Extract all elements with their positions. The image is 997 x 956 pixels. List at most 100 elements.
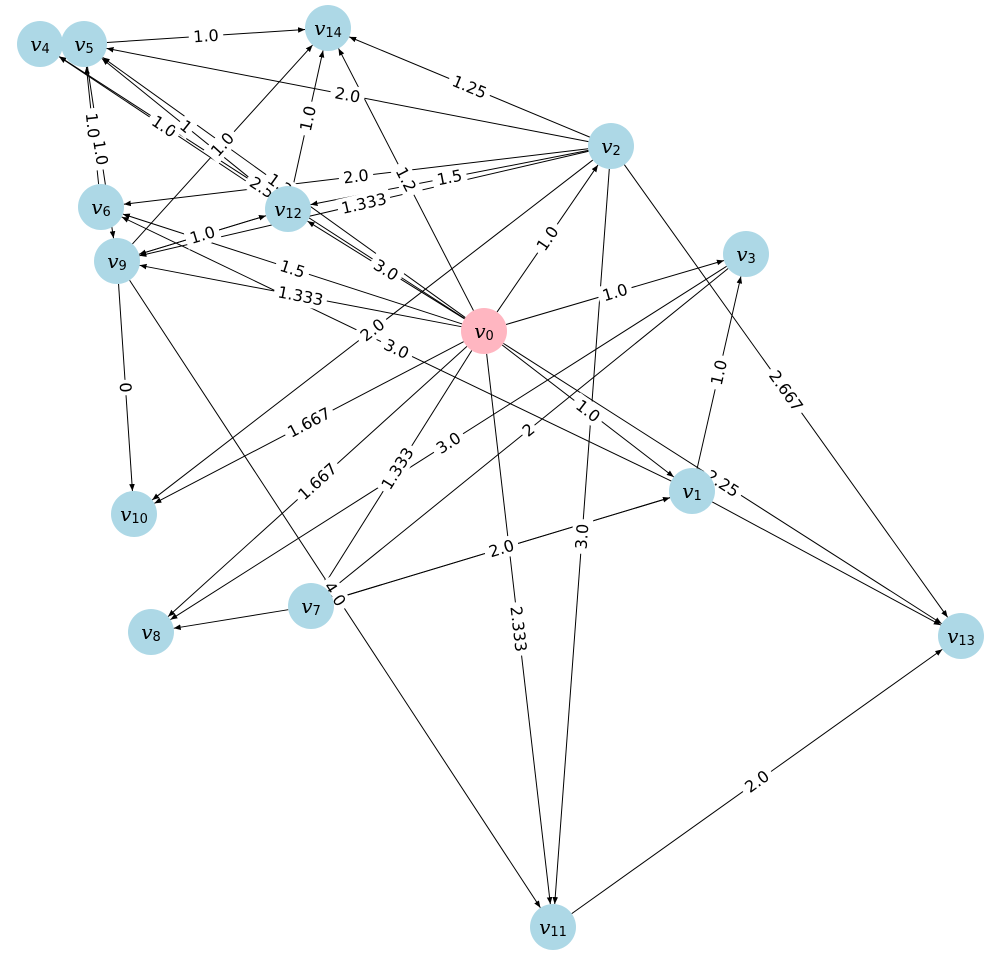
node-label: v1 — [682, 479, 702, 504]
edge-label-group-v3-v7: 2 — [516, 417, 541, 443]
edge-weight-label: 1.667 — [294, 459, 341, 504]
edge-label-group-v2-v6: 2.0 — [337, 164, 375, 189]
edge-weight-label: 2.0 — [342, 166, 370, 188]
edge-label-background — [482, 533, 521, 564]
node-circle — [461, 308, 507, 354]
edge-label-group-v1-v6: 3.0 — [376, 332, 417, 366]
node-label-main: v — [601, 134, 613, 158]
node-label: v2 — [601, 134, 621, 159]
edge-label-background — [294, 99, 322, 138]
node-v6: v6 — [78, 184, 124, 230]
edge-label-group-v0-v8: 1.667 — [290, 456, 345, 507]
edge-label-background — [428, 425, 469, 461]
edge-weight-label: 1.5 — [435, 166, 464, 190]
node-v14: v14 — [305, 5, 351, 51]
edge-label-group-v0-v12: 3.0 — [366, 252, 406, 288]
node-label-subscript: 0 — [486, 329, 494, 344]
node-label: v12 — [274, 197, 302, 222]
node-label: v10 — [120, 502, 148, 527]
edge-label-group-v3-v8: 3.0 — [428, 425, 469, 461]
edge-label-background — [389, 159, 423, 200]
edge-label-background — [203, 125, 242, 164]
edge-label-background — [280, 401, 338, 444]
edge-weight-label: 3.0 — [572, 523, 593, 550]
node-label-main: v — [30, 32, 42, 56]
edge-label-background — [505, 601, 532, 657]
edge-label-background — [570, 518, 594, 555]
edge-label-group-v2-v14: 1.25 — [445, 69, 494, 105]
edge-label-group-v5-v14: 1.0 — [188, 24, 224, 48]
node-v12: v12 — [265, 186, 311, 232]
edge-label-group-v12-v5: 1 — [173, 113, 199, 140]
edge-label-group-v5-v9: 1.0 — [88, 133, 113, 172]
node-v10: v10 — [111, 491, 157, 537]
edge-label-background — [374, 440, 421, 497]
edge-label-background — [698, 463, 747, 504]
edge-label-background — [144, 108, 184, 145]
edge-label-group-v9-v14: 1.0 — [203, 125, 242, 164]
edge-label-group-v0-v6: 1.5 — [273, 254, 312, 284]
edge-label-group-v0-v2: 1.0 — [529, 218, 566, 259]
node-label: v0 — [474, 319, 494, 344]
node-label-subscript: 2 — [613, 144, 621, 159]
edge-label-group-v1-v3: 1.0 — [705, 353, 733, 392]
edge-label-group-v2-v9: 1.333 — [335, 187, 393, 220]
node-label-main: v — [274, 197, 286, 221]
edge-label-group-v0-v9: 1.333 — [272, 281, 329, 311]
node-circle — [530, 904, 576, 950]
edge-weight-label: 2.0 — [333, 83, 362, 106]
node-circle — [17, 21, 63, 67]
node-circle — [669, 468, 715, 514]
node-label: v8 — [141, 620, 161, 645]
edge-weight-label: 1.0 — [193, 26, 220, 47]
edge-label-background — [273, 254, 312, 284]
node-label-subscript: 9 — [119, 259, 127, 274]
node-label-main: v — [947, 624, 959, 648]
edge-label-group-v11-v13: 2.0 — [737, 763, 777, 800]
node-label: v9 — [107, 249, 127, 274]
edge-label-group-v2-v5: 2.0 — [328, 81, 367, 109]
edge-weight-label: 2.0 — [487, 536, 517, 562]
node-label-main: v — [120, 502, 132, 526]
node-label-main: v — [141, 620, 153, 644]
node-v13: v13 — [938, 613, 984, 659]
node-label-main: v — [682, 479, 694, 503]
edge-label-background — [430, 164, 469, 191]
edge-label-group-v0-v11: 2.333 — [505, 601, 532, 657]
edge-label-group-v12-v14: 1.0 — [294, 99, 322, 138]
edge-label-background — [366, 252, 406, 288]
node-circle — [288, 583, 334, 629]
edge-weight-label: 1.0 — [82, 112, 104, 139]
node-label-subscript: 8 — [153, 630, 161, 645]
edge-label-background — [173, 113, 199, 140]
node-v11: v11 — [530, 904, 576, 950]
edge-label-background — [337, 164, 375, 189]
edge-v7-v8 — [173, 609, 289, 630]
edge-label-group-v0-v1: 1.0 — [568, 392, 608, 430]
edge-label-group-v2-v13: 2.667 — [762, 363, 810, 419]
edge-label-background — [445, 69, 494, 105]
edge-label-background — [290, 456, 345, 507]
edge-label-background — [568, 392, 608, 430]
edge-label-background — [516, 417, 541, 443]
edge-weight-label: 1.0 — [296, 104, 320, 133]
node-v8: v8 — [128, 609, 174, 655]
edge-label-background — [595, 278, 635, 307]
node-v2: v2 — [588, 123, 634, 169]
node-v7: v7 — [288, 583, 334, 629]
node-label-main: v — [107, 249, 119, 273]
node-circle — [61, 21, 107, 67]
edge-label-background — [80, 107, 105, 144]
node-circle — [111, 491, 157, 537]
node-label-main: v — [301, 594, 313, 618]
node-label-subscript: 7 — [313, 604, 321, 619]
edge-label-group-v2-v12: 1.5 — [430, 164, 469, 191]
edge-weight-label: 1.0 — [600, 280, 630, 305]
node-label: v6 — [91, 195, 111, 220]
node-v1: v1 — [669, 468, 715, 514]
node-label-main: v — [91, 195, 103, 219]
node-v5: v5 — [61, 21, 107, 67]
node-label-subscript: 10 — [131, 512, 148, 527]
edge-label-group-v0-v7: 1.333 — [374, 440, 421, 497]
